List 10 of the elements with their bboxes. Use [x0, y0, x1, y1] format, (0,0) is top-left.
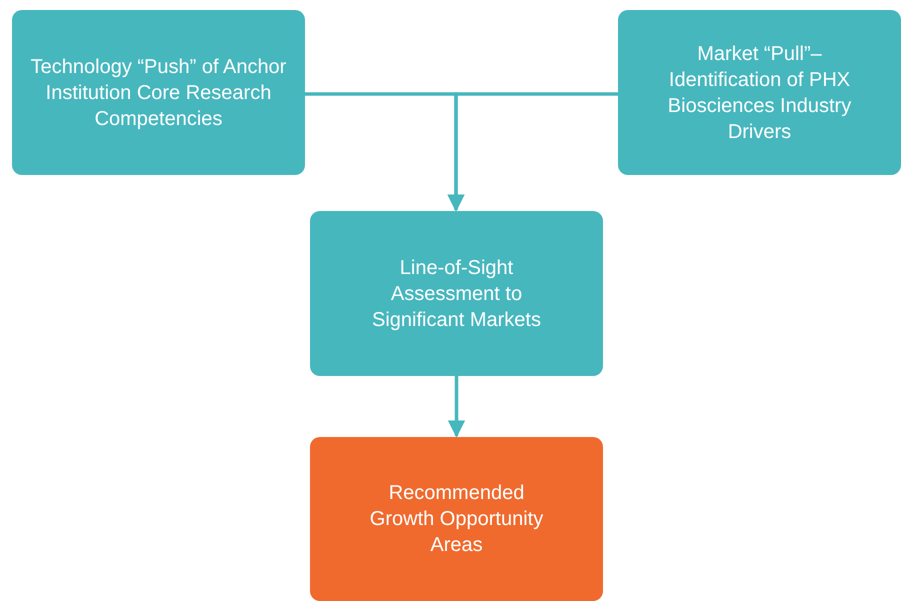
process-box	[618, 10, 901, 175]
process-box	[12, 10, 305, 175]
box-label: Technology “Push” of Anchor Institution Core Research Competencies	[30, 54, 287, 132]
box-label: Line-of-Sight Assessment to Significant Markets	[371, 256, 542, 332]
box-label: Market “Pull”– Identification of PHX Biosciences Industry Drivers	[666, 42, 852, 144]
arrow	[447, 92, 618, 212]
box-label: Recommended Growth Opportunity Areas	[368, 481, 544, 558]
arrow	[448, 376, 466, 438]
process-box	[310, 211, 603, 376]
process-box	[310, 437, 603, 601]
